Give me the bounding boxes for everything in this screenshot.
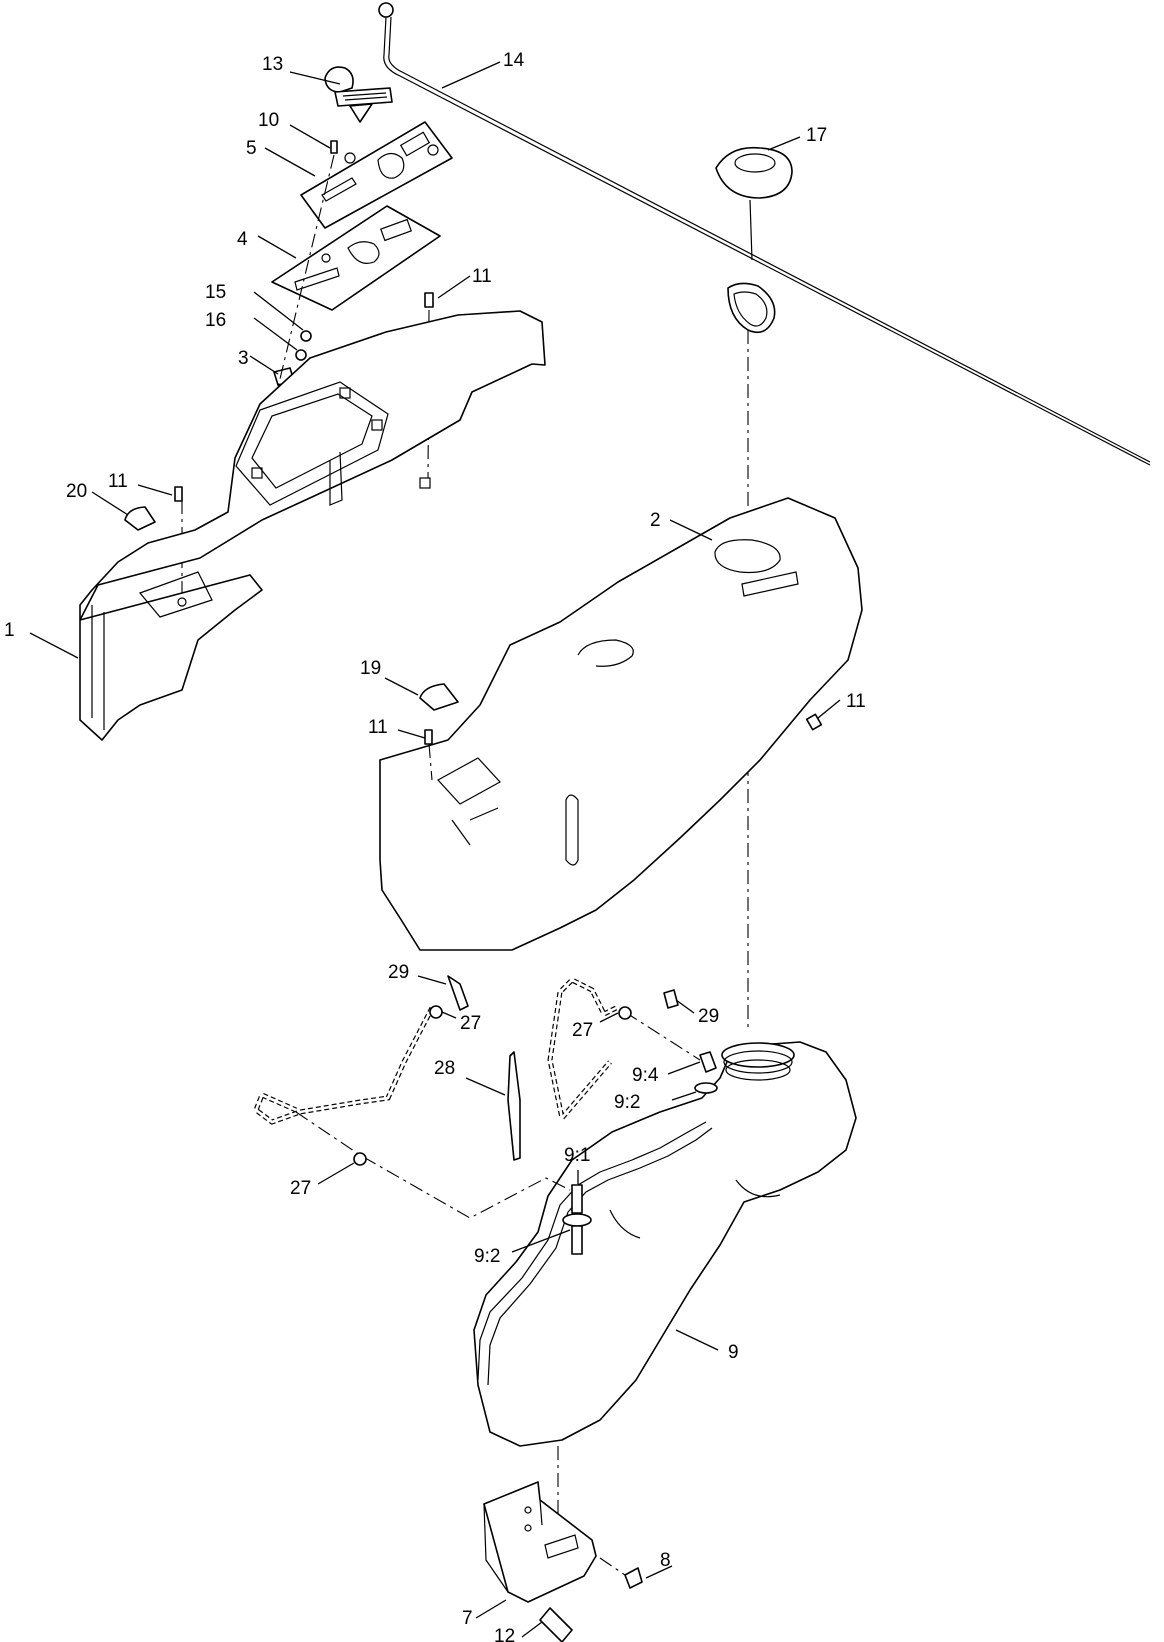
- callout-9-1: 9:1: [564, 1145, 590, 1166]
- callout-27-left-top: 27: [460, 1013, 481, 1034]
- callout-11-console: 11: [472, 266, 492, 287]
- part-5-plate: [300, 121, 453, 229]
- part-11-screw-a: [174, 486, 183, 502]
- tank-fittings: [562, 1051, 718, 1255]
- callout-11-front: 11: [108, 471, 128, 492]
- part-27-hoses: [252, 976, 618, 1125]
- part-7-bracket: [483, 1481, 597, 1603]
- callout-2: 2: [650, 510, 661, 531]
- callout-28: 28: [434, 1058, 455, 1079]
- part-1-front-cover: [79, 310, 546, 741]
- callout-10: 10: [258, 110, 279, 131]
- callout-7: 7: [462, 1608, 473, 1629]
- callout-29-right: 29: [698, 1006, 719, 1027]
- callout-9: 9: [728, 1342, 739, 1363]
- callout-13: 13: [262, 54, 283, 75]
- part-29-and-27-hardware: [353, 975, 679, 1166]
- callout-12: 12: [494, 1626, 515, 1642]
- callout-labels: 13 14 10 5 4 15 16 3 11 11 20 1 17 2 19 …: [4, 50, 866, 1642]
- part-28-strap: [507, 1051, 521, 1161]
- callout-17: 17: [806, 125, 827, 146]
- part-20-decal: [124, 506, 156, 531]
- callout-9-2-lower: 9:2: [474, 1246, 500, 1267]
- small-hardware-3-10-15-16: [273, 140, 434, 386]
- callout-9-4: 9:4: [632, 1065, 659, 1086]
- callout-20: 20: [66, 481, 87, 502]
- part-12-tab: [539, 1607, 573, 1642]
- callout-27-left-bottom: 27: [290, 1178, 311, 1199]
- part-4-plate: [271, 205, 441, 311]
- part-19-decal: [419, 683, 459, 711]
- part-11-screw-c: [805, 713, 823, 731]
- part-11-screw-b: [424, 729, 433, 745]
- callout-15: 15: [205, 282, 226, 303]
- callout-4: 4: [237, 229, 248, 250]
- callout-29-left: 29: [388, 962, 409, 983]
- callout-11-hood-right: 11: [846, 691, 866, 712]
- callout-11-hood-left: 11: [368, 717, 388, 738]
- part-8-bolt: [624, 1567, 643, 1589]
- callout-19: 19: [360, 658, 381, 679]
- callout-5: 5: [246, 138, 257, 159]
- callout-3: 3: [238, 348, 249, 369]
- callout-8: 8: [660, 1550, 671, 1571]
- part-2-hood: [379, 497, 863, 951]
- part-13-shift-lever: [324, 66, 393, 123]
- callout-16: 16: [205, 310, 226, 331]
- leader-lines: [29, 61, 841, 1638]
- callout-9-2-upper: 9:2: [614, 1092, 640, 1113]
- callout-14: 14: [503, 50, 525, 71]
- part-14-cable: [378, 2, 1151, 466]
- part-17-fuel-cap: [715, 146, 793, 334]
- callout-27-right: 27: [572, 1020, 593, 1041]
- callout-1: 1: [4, 620, 15, 641]
